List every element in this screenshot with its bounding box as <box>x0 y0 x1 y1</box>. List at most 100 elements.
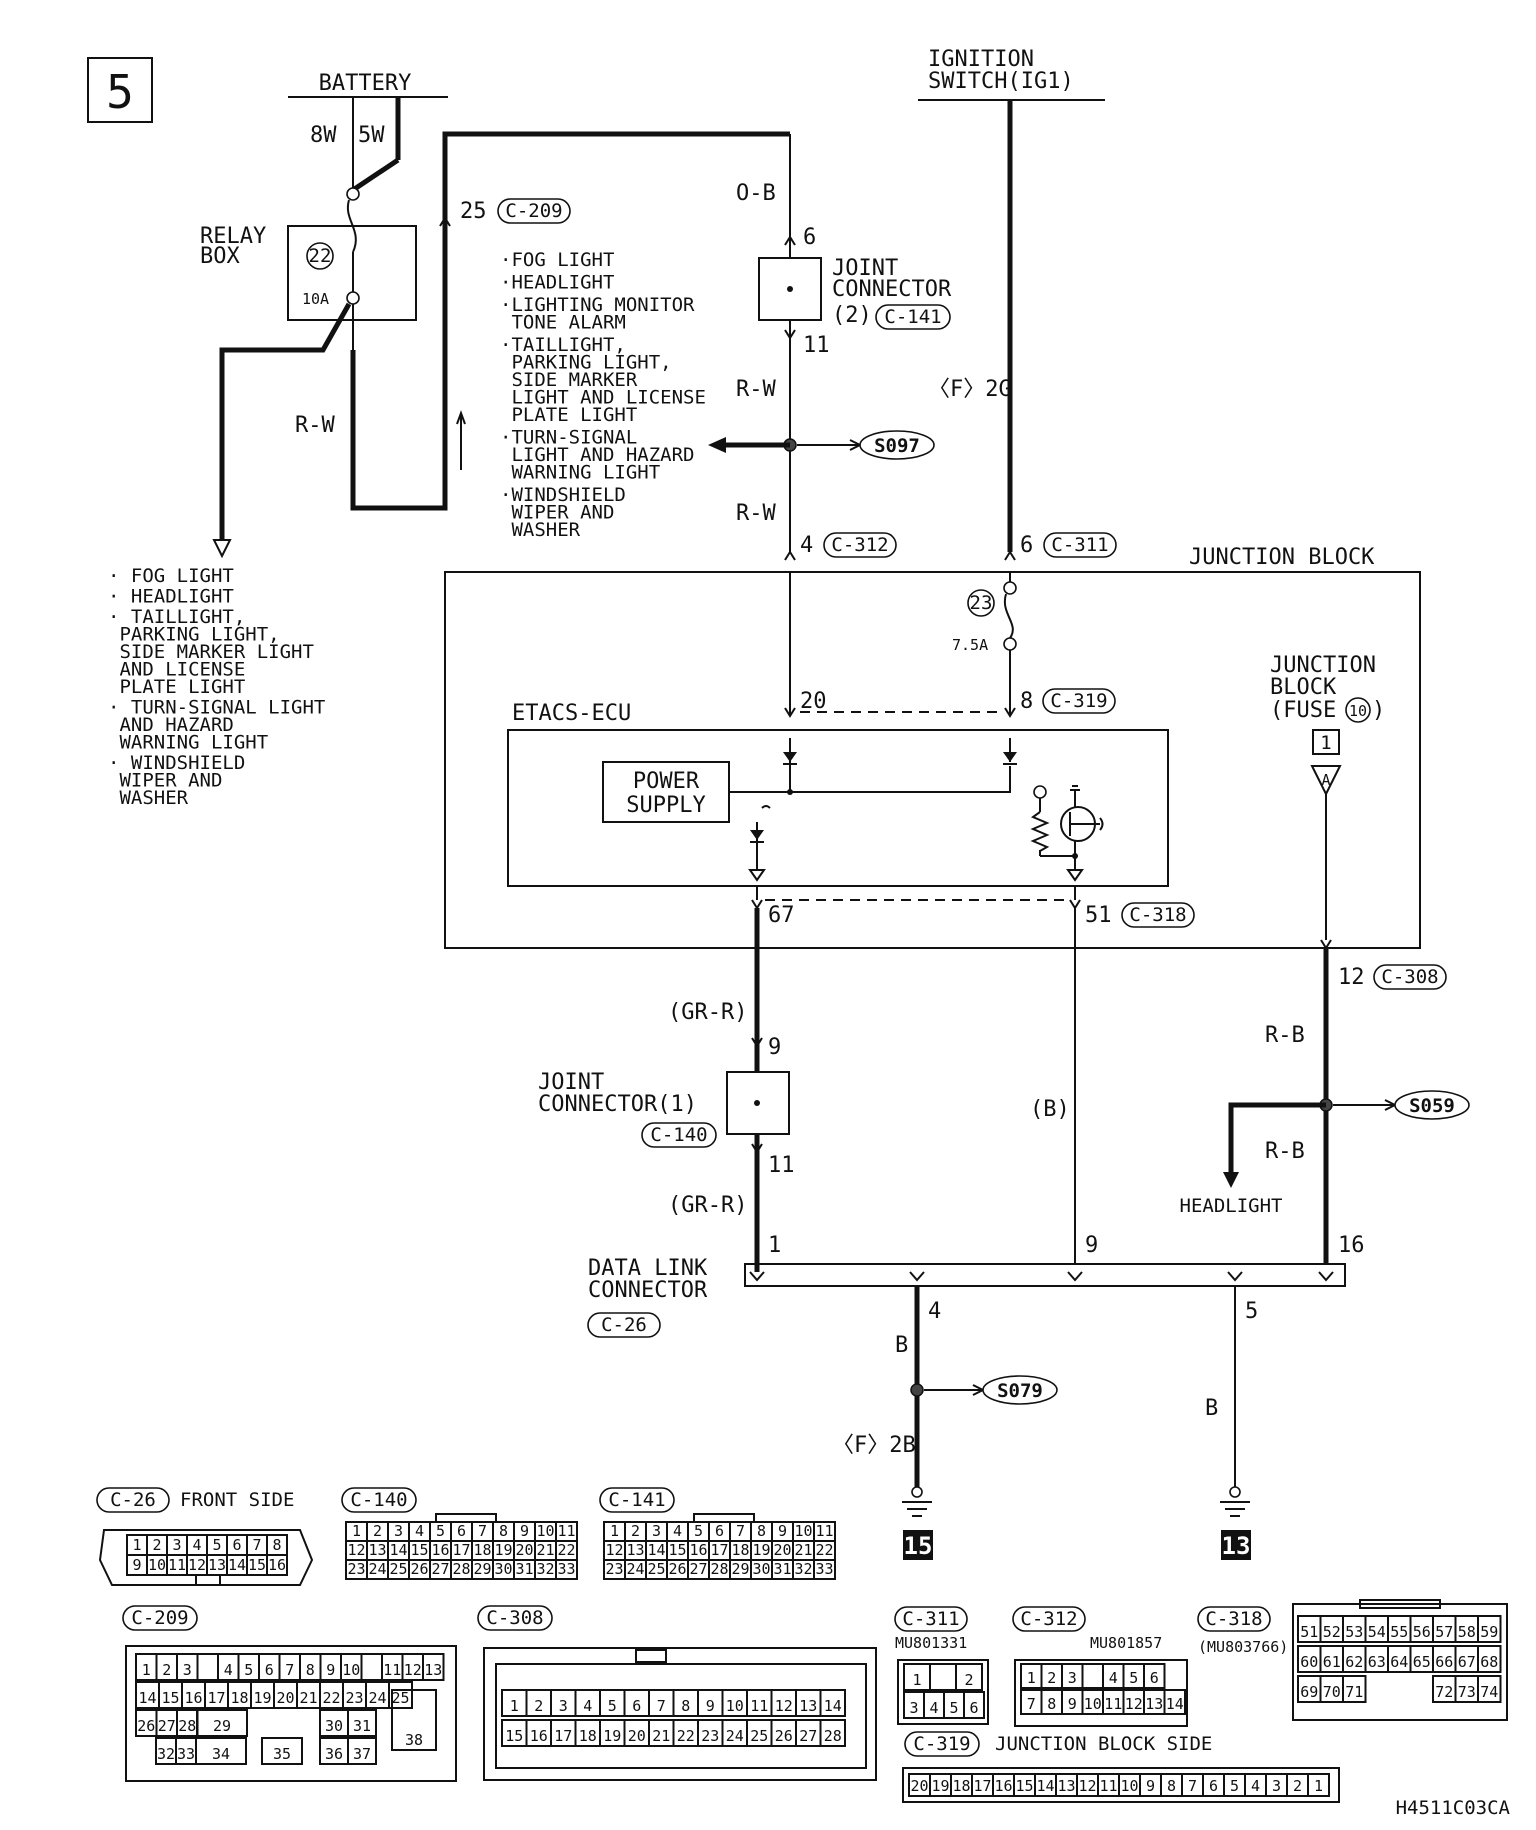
view-c319-pin: 3 <box>1272 1777 1281 1795</box>
view-c312-pin: 4 <box>1109 1669 1118 1687</box>
relay-fuse-no: 22 <box>309 245 332 267</box>
circuit-list-center-line: TONE ALARM <box>500 312 626 334</box>
dlc-pin5: 5 <box>1245 1299 1258 1324</box>
view-c318-part: (MU803766) <box>1198 1638 1288 1656</box>
view-c26-pin: 14 <box>228 1556 246 1574</box>
view-c308-pin: 26 <box>775 1727 793 1745</box>
junction-block-title: JUNCTION BLOCK <box>1189 545 1375 570</box>
wire-b-pin4: B <box>895 1333 908 1358</box>
view-c26-pin: 15 <box>248 1556 266 1574</box>
view-c141-pin: 27 <box>689 1560 707 1578</box>
view-c209-pin: 30 <box>325 1717 343 1735</box>
jb-fuse-rating: 7.5A <box>952 636 988 654</box>
etacs-ecu-box <box>507 729 1169 887</box>
c311-pin: 6 <box>1020 533 1033 558</box>
splice-s059-badge <box>1394 1090 1470 1120</box>
view-c209-pin: 38 <box>405 1731 423 1749</box>
splice-s097-badge <box>859 430 935 460</box>
view-c318-pin: 63 <box>1368 1653 1386 1671</box>
view-c140-pin: 22 <box>557 1541 575 1559</box>
view-c319-pin: 19 <box>931 1777 949 1795</box>
view-c319-pin: 12 <box>1078 1777 1096 1795</box>
view-c141-pin: 15 <box>668 1541 686 1559</box>
circuit-list-left-line: · WINDSHIELD <box>108 752 245 774</box>
circuit-list-center-line: ·WINDSHIELD <box>500 484 626 506</box>
c26-label: C-26 <box>601 1314 647 1336</box>
c140-badge <box>641 1122 717 1148</box>
view-c308-pin: 9 <box>706 1697 715 1715</box>
relay-fuse-rating: 10A <box>302 290 329 308</box>
view-c141-pin: 23 <box>605 1560 623 1578</box>
ecu-title: ETACS-ECU <box>512 701 631 726</box>
view-c140-pin: 30 <box>494 1560 512 1578</box>
view-c140-pin: 5 <box>436 1522 445 1540</box>
wire-b-pin5: B <box>1205 1396 1218 1421</box>
view-c318-pin: 69 <box>1300 1683 1318 1701</box>
c312-pin: 4 <box>800 533 813 558</box>
view-c318-pin: 66 <box>1435 1653 1453 1671</box>
view-c209-pin: 6 <box>265 1661 274 1679</box>
view-c308-pin: 18 <box>579 1727 597 1745</box>
wire-r-b-lower: R-B <box>1265 1139 1305 1164</box>
view-c319-pin: 10 <box>1120 1777 1138 1795</box>
fuse10-line3a: (FUSE <box>1270 698 1336 723</box>
dlc-line1: DATA LINK <box>588 1256 708 1281</box>
dlc-pin4: 4 <box>928 1299 941 1324</box>
view-c140-pin: 6 <box>457 1522 466 1540</box>
view-c209-cell <box>196 1709 248 1737</box>
view-c311-pin: 1 <box>912 1671 921 1689</box>
view-c141-pin: 33 <box>815 1560 833 1578</box>
circuit-list-center-line: ·HEADLIGHT <box>500 272 614 294</box>
view-c319-pin: 15 <box>1015 1777 1033 1795</box>
view-c140-pin: 24 <box>368 1560 386 1578</box>
view-c308-cell <box>819 1719 846 1747</box>
view-c26-pin: 11 <box>168 1556 186 1574</box>
view-c311-pin: 4 <box>929 1699 938 1717</box>
view-c318-pin: 57 <box>1435 1623 1453 1641</box>
view-c140-pin: 32 <box>536 1560 554 1578</box>
view-c141-pin: 4 <box>673 1522 682 1540</box>
view-c141-badge <box>599 1487 675 1513</box>
view-c318-pin: 74 <box>1480 1683 1498 1701</box>
view-c311-part: MU801331 <box>895 1634 967 1652</box>
splice-s079-badge <box>982 1375 1058 1405</box>
view-c141-pin: 16 <box>689 1541 707 1559</box>
view-c140-pin: 7 <box>478 1522 487 1540</box>
dlc-line2: CONNECTOR <box>588 1278 708 1303</box>
view-c318-pin: 64 <box>1390 1653 1408 1671</box>
view-c26-pin: 10 <box>148 1556 166 1574</box>
view-c308-pin: 23 <box>701 1727 719 1745</box>
view-c308-pin: 25 <box>750 1727 768 1745</box>
view-c312-pin: 9 <box>1068 1695 1077 1713</box>
view-c318-pin: 67 <box>1458 1653 1476 1671</box>
view-c26-label: C-26 <box>110 1489 156 1511</box>
c308-badge <box>1373 964 1447 990</box>
c318-pin: 51 <box>1085 903 1112 928</box>
view-c209-pin: 34 <box>212 1745 230 1763</box>
circuit-list-left-line: · TURN-SIGNAL LIGHT <box>108 697 325 719</box>
view-c308-pin: 2 <box>534 1697 543 1715</box>
view-c318-pin: 52 <box>1323 1623 1341 1641</box>
view-c308-pin: 17 <box>554 1727 572 1745</box>
view-c140-pin: 13 <box>368 1541 386 1559</box>
view-c312-pin: 2 <box>1047 1669 1056 1687</box>
view-c312-pin: 10 <box>1084 1695 1102 1713</box>
wire-b-paren: (B) <box>1030 1097 1070 1122</box>
view-c312-pin: 3 <box>1068 1669 1077 1687</box>
view-c319-pin: 14 <box>1036 1777 1054 1795</box>
jc2-pin-top: 6 <box>803 225 816 250</box>
view-c141-pin: 21 <box>794 1541 812 1559</box>
view-c141-pin: 17 <box>710 1541 728 1559</box>
view-c311-cell <box>929 1663 957 1691</box>
view-c140-pin: 33 <box>557 1560 575 1578</box>
view-c318-shell <box>1292 1603 1508 1721</box>
view-c141-pin: 20 <box>773 1541 791 1559</box>
view-c209-pin: 2 <box>162 1661 171 1679</box>
view-c141-pin: 2 <box>631 1522 640 1540</box>
view-c319-pin: 8 <box>1167 1777 1176 1795</box>
view-c141-pin: 30 <box>752 1560 770 1578</box>
splice-s097-label: S097 <box>874 435 920 457</box>
jb-ref-letter: A <box>1321 771 1330 789</box>
view-c141-pin: 6 <box>715 1522 724 1540</box>
view-c26-pin: 13 <box>208 1556 226 1574</box>
